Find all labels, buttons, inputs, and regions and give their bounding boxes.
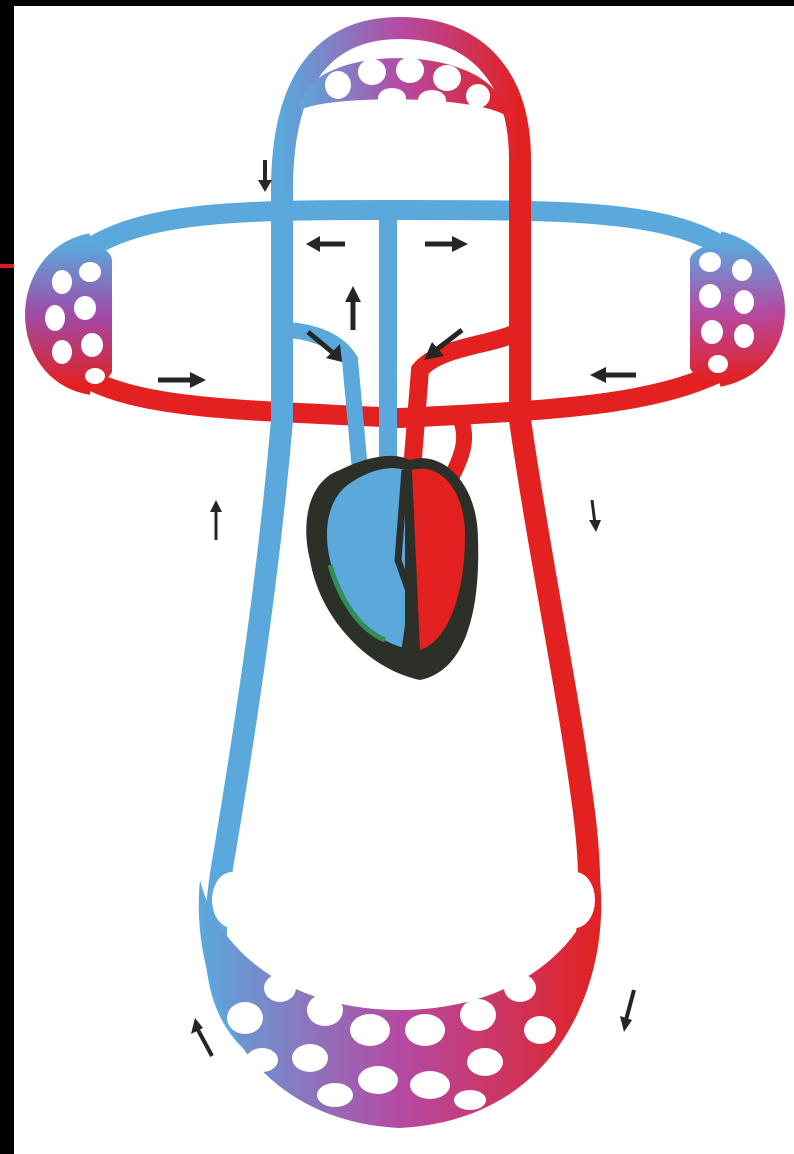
left-lung-capillary-bed — [40, 245, 112, 386]
right-lung-capillary-bed — [690, 244, 770, 381]
